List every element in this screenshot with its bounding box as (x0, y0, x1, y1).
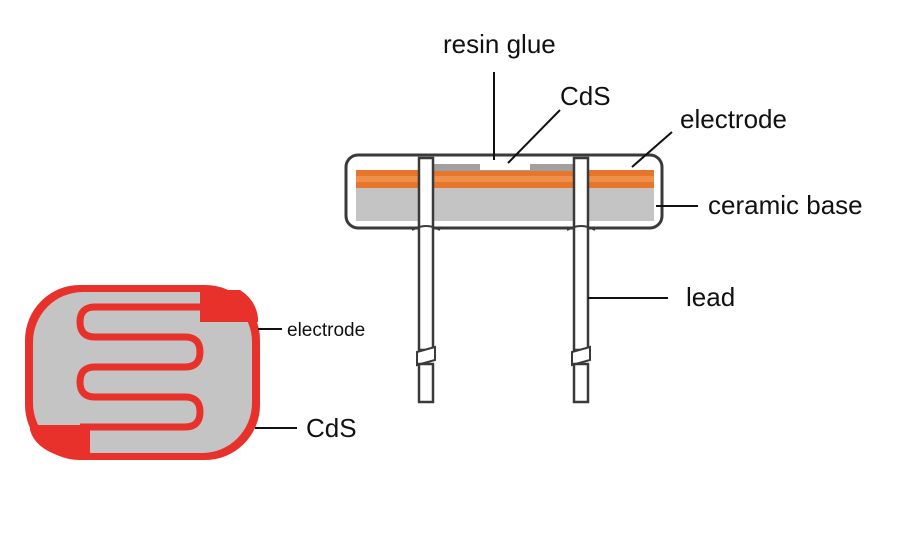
cross-section-view: resin glue CdS electrode ceramic base le… (344, 29, 863, 404)
serpentine-gap (76, 303, 210, 431)
resin-glue-label: resin glue (443, 29, 556, 59)
cds-left-label: CdS (306, 413, 357, 443)
ceramic-base-label: ceramic base (708, 190, 863, 220)
electrode-left-label: electrode (287, 320, 365, 341)
cell-top-view: electrode CdS (25, 285, 365, 460)
electrode-pad-top-right (200, 290, 258, 322)
electrode-top-label: electrode (680, 104, 787, 134)
lead-right (566, 156, 596, 404)
electrode-top-leader (631, 131, 673, 168)
lead-label: lead (686, 282, 735, 312)
electrode-texture (356, 176, 654, 182)
ceramic-base-layer (356, 188, 654, 221)
cds-window (480, 162, 530, 170)
cds-top-leader (507, 109, 561, 164)
electrode-pad-bottom-left (30, 425, 90, 456)
lead-left (411, 156, 441, 404)
cds-top-label: CdS (560, 81, 611, 111)
